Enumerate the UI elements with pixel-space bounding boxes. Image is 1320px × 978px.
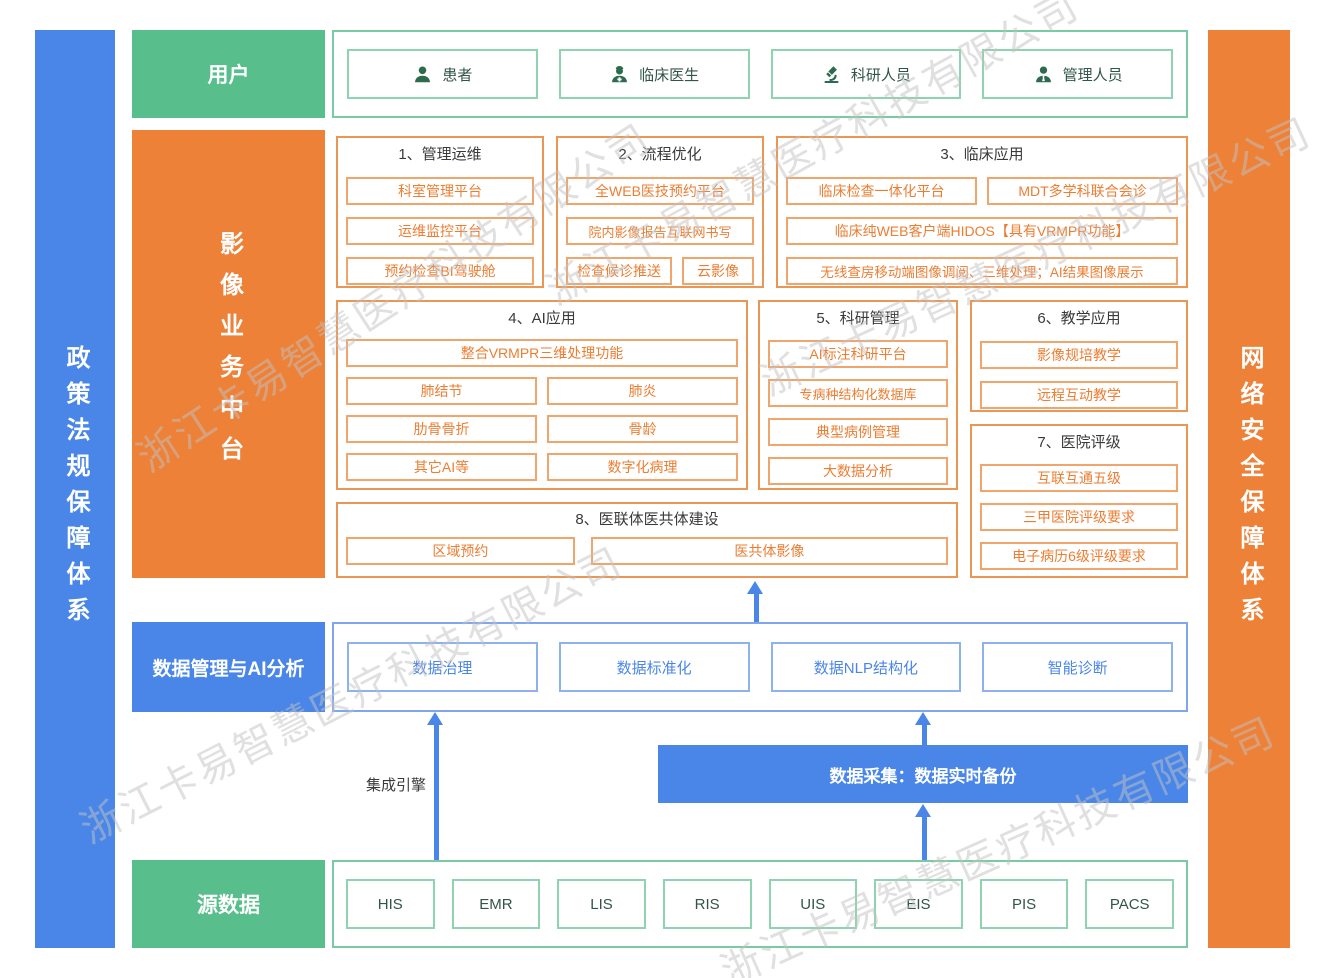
doctor-icon	[612, 65, 628, 82]
section-item: 大数据分析	[768, 457, 948, 485]
source-system-emr: EMR	[451, 879, 541, 929]
user-item-clinician: 临床医生	[558, 49, 750, 99]
data-collection-arrow-top	[915, 712, 931, 725]
section-item: 运维监控平台	[346, 217, 534, 245]
section-item: 无线查房移动端图像调阅、三维处理；AI结果图像展示	[786, 257, 1178, 285]
source-system-his: HIS	[346, 879, 435, 929]
section-title: 4、AI应用	[508, 310, 576, 327]
user-item-manager: 管理人员	[982, 49, 1173, 99]
section-item: 检查候诊推送	[566, 257, 672, 285]
data-collection-arrow-bottom-line	[922, 816, 927, 860]
section-item: MDT多学科联合会诊	[987, 177, 1178, 205]
section-item: 临床纯WEB客户端HIDOS【具有VRMPR功能】	[786, 217, 1178, 245]
section-item: 院内影像报告互联网书写	[566, 217, 754, 245]
section-teaching-application: 6、教学应用 影像规培教学 远程互动教学	[970, 300, 1188, 412]
data-collection-arrow-bottom	[915, 804, 931, 817]
section-item: 肺炎	[547, 377, 738, 405]
section-ai-application: 4、AI应用 整合VRMPR三维处理功能 肺结节 肺炎 肋骨骨折 骨龄 其它AI…	[336, 300, 748, 490]
source-system-eis: EIS	[874, 879, 963, 929]
integration-engine-label: 集成引擎	[366, 777, 427, 794]
section-item: 医共体影像	[590, 537, 948, 565]
section-item: 三甲医院评级要求	[980, 503, 1178, 531]
platform-label: 影像业务中台	[132, 130, 325, 578]
manager-icon	[1035, 65, 1051, 82]
source-system-lis: LIS	[557, 879, 646, 929]
platform-label-text: 影像业务中台	[215, 231, 243, 477]
section-title: 8、医联体医共体建设	[575, 511, 719, 528]
user-item-label: 科研人员	[850, 66, 911, 84]
user-item-patient: 患者	[347, 49, 538, 99]
network-security-sidebar: 网络安全保障体系	[1208, 30, 1290, 948]
section-item: 临床检查一体化平台	[786, 177, 977, 205]
section-item: 典型病例管理	[768, 418, 948, 446]
source-system-ris: RIS	[662, 879, 752, 929]
integration-engine-arrow-line	[434, 724, 439, 860]
policy-sidebar: 政策法规保障体系	[35, 30, 115, 948]
section-title: 2、流程优化	[618, 146, 702, 163]
data-mgmt-label: 数据管理与AI分析	[132, 622, 325, 712]
section-title: 1、管理运维	[398, 146, 482, 163]
source-system-pacs: PACS	[1085, 879, 1174, 929]
source-system-pis: PIS	[979, 879, 1069, 929]
section-item: 区域预约	[346, 537, 575, 565]
user-item-label: 患者	[442, 66, 473, 84]
users-row: 患者 临床医生 科研人员	[332, 30, 1188, 118]
section-title: 6、教学应用	[1037, 310, 1121, 327]
section-item: 全WEB医技预约平台	[566, 177, 754, 205]
data-collection-bar: 数据采集：数据实时备份	[658, 745, 1188, 803]
user-item-label: 管理人员	[1062, 66, 1123, 84]
arrow-up-to-platform-line	[754, 593, 759, 622]
section-item: 影像规培教学	[980, 341, 1178, 369]
integration-engine-arrow	[427, 712, 443, 725]
section-management-ops: 1、管理运维 科室管理平台 运维监控平台 预约检查BI驾驶舱	[336, 136, 544, 288]
patient-icon	[415, 66, 431, 82]
data-collection-arrow-top-line	[922, 724, 927, 745]
source-data-row: HIS EMR LIS RIS UIS EIS PIS PACS	[332, 860, 1188, 948]
section-item: 骨龄	[547, 415, 738, 443]
microscope-icon	[824, 65, 839, 83]
section-item: 云影像	[682, 257, 754, 285]
section-process-optimization: 2、流程优化 全WEB医技预约平台 院内影像报告互联网书写 检查候诊推送 云影像	[556, 136, 764, 288]
section-item: 其它AI等	[346, 453, 537, 481]
section-title: 3、临床应用	[940, 146, 1024, 163]
section-clinical-application: 3、临床应用 临床检查一体化平台 MDT多学科联合会诊 临床纯WEB客户端HID…	[776, 136, 1188, 288]
section-item: 整合VRMPR三维处理功能	[346, 339, 738, 367]
section-hospital-rating: 7、医院评级 互联互通五级 三甲医院评级要求 电子病历6级评级要求	[970, 424, 1188, 578]
section-item: 科室管理平台	[346, 177, 534, 205]
user-item-label: 临床医生	[639, 66, 700, 84]
data-mgmt-row: 数据治理 数据标准化 数据NLP结构化 智能诊断	[332, 622, 1188, 712]
section-title: 5、科研管理	[816, 310, 900, 327]
section-title: 7、医院评级	[1037, 434, 1121, 451]
data-mgmt-item: 数据标准化	[558, 642, 750, 692]
user-item-researcher: 科研人员	[770, 49, 962, 99]
data-mgmt-item: 智能诊断	[982, 642, 1173, 692]
section-research-management: 5、科研管理 AI标注科研平台 专病种结构化数据库 典型病例管理 大数据分析	[758, 300, 958, 490]
section-item: 肺结节	[346, 377, 537, 405]
section-item: 专病种结构化数据库	[768, 379, 948, 407]
source-data-label: 源数据	[132, 860, 325, 948]
data-mgmt-item: 数据治理	[347, 642, 538, 692]
policy-sidebar-label: 政策法规保障体系	[62, 345, 89, 633]
section-item: 远程互动教学	[980, 381, 1178, 409]
section-item: 预约检查BI驾驶舱	[346, 257, 534, 285]
source-system-uis: UIS	[768, 879, 858, 929]
section-item: 肋骨骨折	[346, 415, 537, 443]
section-item: 电子病历6级评级要求	[980, 542, 1178, 570]
section-item: AI标注科研平台	[768, 340, 948, 368]
section-medical-alliance: 8、医联体医共体建设 区域预约 医共体影像	[336, 502, 958, 578]
section-item: 互联互通五级	[980, 464, 1178, 492]
network-security-sidebar-label: 网络安全保障体系	[1236, 345, 1263, 633]
section-item: 数字化病理	[547, 453, 738, 481]
arrow-up-to-platform	[747, 581, 763, 594]
data-mgmt-item: 数据NLP结构化	[770, 642, 962, 692]
users-row-label: 用户	[132, 30, 325, 118]
